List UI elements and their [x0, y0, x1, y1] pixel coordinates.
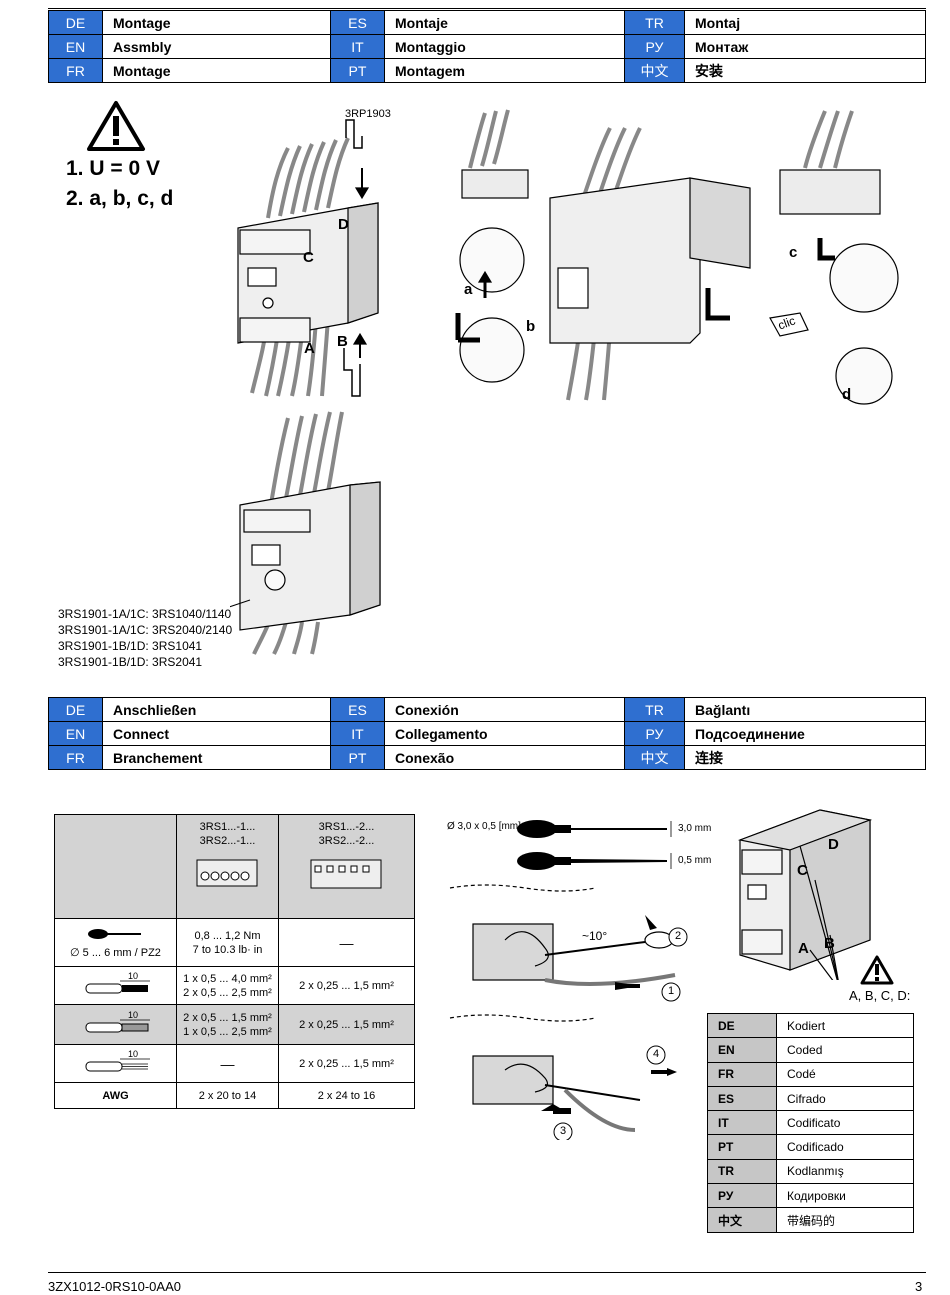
module-line: 3RS1901-1B/1D: 3RS2041: [58, 655, 203, 669]
screwdriver-icon: [87, 928, 141, 939]
strip-length: 10: [128, 1010, 138, 1020]
step-number-1: 1: [668, 985, 675, 997]
table-row: 10 2 x 0,5 ... 1,5 mm² 1 x 0,5 ... 2,5 m…: [54, 1004, 415, 1045]
rail-mounting-illustration: [455, 109, 899, 405]
step-label-d: d: [842, 386, 852, 403]
solid-wire-col1: 1 x 0,5 ... 4,0 mm² 2 x 0,5 ... 2,5 mm²: [176, 966, 279, 1005]
table-row: 10 — 2 x 0,25 ... 1,5 mm²: [54, 1044, 415, 1083]
step-number-3: 3: [560, 1125, 567, 1137]
warning-small-icon: [860, 955, 894, 985]
callout-a: A: [304, 340, 315, 357]
solid-wire-icon: 10: [85, 971, 150, 993]
ferrule-wire-col2: 2 x 0,25 ... 1,5 mm²: [278, 1004, 415, 1045]
spec-header-col2: 3RS1...-2... 3RS2...-2...: [278, 814, 415, 919]
ferrule-wire-icon: 10: [85, 1010, 150, 1032]
solid-wire-col2: 2 x 0,25 ... 1,5 mm²: [278, 966, 415, 1005]
step-label-a: a: [464, 281, 473, 298]
table-row: 中文带编码的: [707, 1207, 914, 1233]
module-compatibility-list: 3RS1901-1A/1C: 3RS1040/1140 3RS1901-1A/1…: [58, 606, 232, 670]
step-number-2: 2: [675, 930, 682, 942]
stranded-wire-col1: —: [176, 1044, 279, 1083]
step-label-b: b: [526, 318, 536, 335]
device-coded-terminals-illustration: [737, 809, 873, 980]
awg-label: AWG: [54, 1082, 177, 1109]
tool-size-label: Ø 3,0 x 0,5 [mm]: [447, 821, 521, 832]
terminal-spec-table: 3RS1...-1... 3RS2...-1... 3RS1...-2... 3…: [54, 814, 415, 1109]
angle-label: ~10°: [582, 929, 608, 943]
module-line: 3RS1901-1A/1C: 3RS1040/1140: [58, 607, 232, 621]
device-with-module-illustration: [230, 411, 381, 655]
blade-width-2: 0,5 mm: [678, 855, 712, 866]
module-line: 3RS1901-1B/1D: 3RS1041: [58, 639, 203, 653]
torque-cell: 0,8 ... 1,2 Nm 7 to 10.3 lb· in: [176, 918, 279, 967]
device-callout-c: C: [797, 862, 808, 879]
spring-terminal-insert-illustration: [449, 884, 688, 1140]
screw-terminal-icon: [196, 859, 257, 887]
part-label-3rp1903: 3RP1903: [345, 108, 391, 120]
callout-c: C: [303, 249, 314, 266]
footer-doc-number: 3ZX1012-0RS10-0AA0: [48, 1279, 181, 1294]
torque-na-cell: —: [278, 918, 415, 967]
spec-header-col1: 3RS1...-1... 3RS2...-1...: [176, 814, 279, 919]
table-row: 3RS1...-1... 3RS2...-1... 3RS1...-2... 3…: [54, 814, 415, 919]
device-callout-b: B: [824, 935, 835, 952]
step-number-4: 4: [653, 1048, 660, 1060]
device-callout-a: A: [798, 940, 809, 957]
blade-width-1: 3,0 mm: [678, 823, 712, 834]
stranded-wire-col2: 2 x 0,25 ... 1,5 mm²: [278, 1044, 415, 1083]
spring-terminal-icon: [310, 859, 381, 889]
top-rule: [48, 8, 926, 9]
table-row: ∅ 5 ... 6 mm / PZ2 0,8 ... 1,2 Nm 7 to 1…: [54, 918, 415, 967]
stranded-wire-cell: 10: [54, 1044, 177, 1083]
strip-length: 10: [128, 1049, 138, 1059]
ferrule-wire-col1: 2 x 0,5 ... 1,5 mm² 1 x 0,5 ... 2,5 mm²: [176, 1004, 279, 1045]
footer-page-number: 3: [915, 1279, 923, 1294]
coded-caption: A, B, C, D:: [849, 988, 911, 1003]
awg-col2: 2 x 24 to 16: [278, 1082, 415, 1109]
warning-icon: [87, 101, 145, 151]
table-row: AWG 2 x 20 to 14 2 x 24 to 16: [54, 1082, 415, 1109]
ferrule-wire-cell: 10: [54, 1004, 177, 1045]
footer-rule: [48, 1272, 926, 1273]
screwdrivers-illustration: [517, 820, 672, 870]
warning-step-1: 1. U = 0 V: [66, 157, 160, 180]
device-callout-d: D: [828, 836, 839, 853]
callout-b: B: [337, 333, 348, 350]
callout-d: D: [338, 216, 349, 233]
step-label-c: c: [789, 244, 798, 261]
spec-header-blank: [54, 814, 177, 919]
device-coding-illustration: [237, 119, 379, 397]
table-row: 10 1 x 0,5 ... 4,0 mm² 2 x 0,5 ... 2,5 m…: [54, 966, 415, 1005]
solid-wire-cell: 10: [54, 966, 177, 1005]
awg-col1: 2 x 20 to 14: [176, 1082, 279, 1109]
strip-length: 10: [128, 971, 138, 981]
warning-step-2: 2. a, b, c, d: [66, 187, 174, 210]
stranded-wire-icon: 10: [85, 1049, 150, 1071]
module-line: 3RS1901-1A/1C: 3RS2040/2140: [58, 623, 233, 637]
screwdriver-cell: ∅ 5 ... 6 mm / PZ2: [54, 918, 177, 967]
